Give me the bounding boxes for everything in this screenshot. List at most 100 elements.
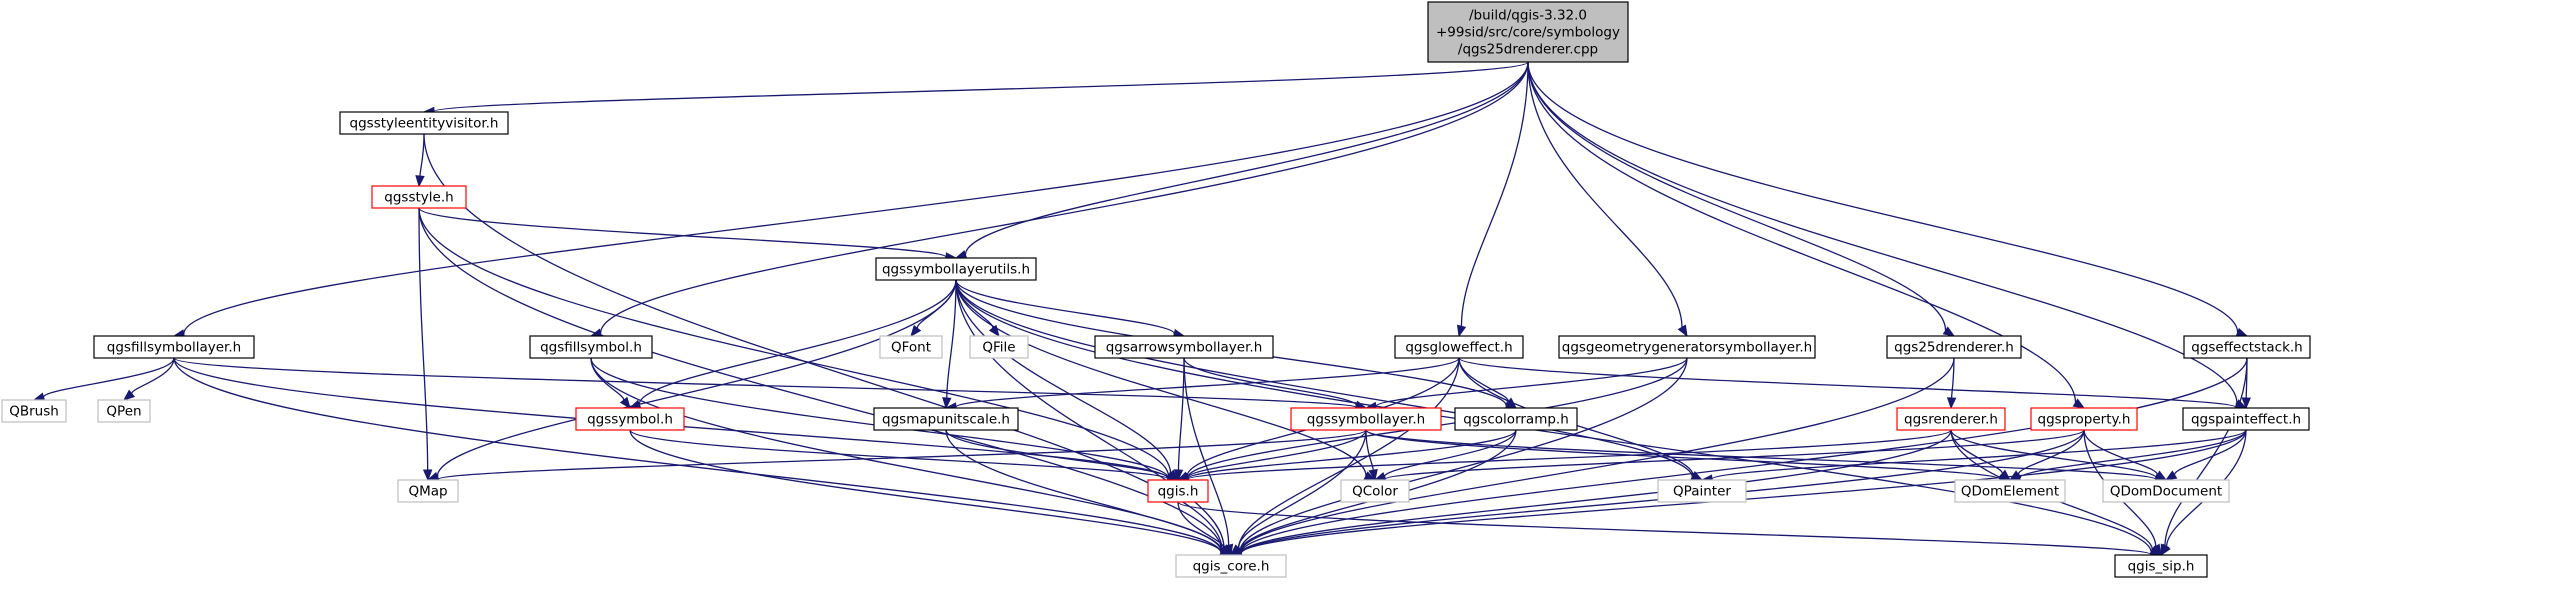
edge-qgssymbol-to-qgis — [629, 429, 1180, 484]
edge-qgscolorramp-to-qgis — [1176, 429, 1517, 484]
node-label: /qgs25drenderer.cpp — [1458, 42, 1598, 58]
edge-qgsgeometrygeneratorsymbollayer-to-qgssymbollayer — [1364, 357, 1688, 412]
node-box — [1094, 335, 1274, 359]
node-label: qgsfillsymbol.h — [540, 340, 642, 356]
node-QPen[interactable]: QPen — [97, 399, 151, 423]
node-box — [2102, 479, 2230, 503]
node-QColor[interactable]: QColor — [1340, 479, 1410, 503]
edge-root-to-qgsstyleentityvisitor — [422, 61, 1529, 117]
node-qgsstyle[interactable]: qgsstyle.h — [371, 185, 467, 209]
node-label: qgsmapunitscale.h — [882, 412, 1010, 428]
node-box — [1, 399, 67, 423]
edge-qgspainteffect-to-QPainter — [1700, 429, 2247, 484]
node-box — [339, 111, 509, 135]
node-box — [969, 335, 1029, 359]
node-box — [1454, 407, 1578, 431]
node-label: qgis_sip.h — [2128, 559, 2195, 575]
node-qgs25drenderer[interactable]: qgs25drenderer.h — [1886, 335, 2022, 359]
edge-qgsstyle-to-qgssymbollayerutils — [418, 207, 958, 262]
edge-qgsstyle-to-QMap — [418, 207, 433, 482]
node-box — [1394, 335, 1524, 359]
node-label: qgscolorramp.h — [1463, 412, 1569, 428]
node-QDomDocument[interactable]: QDomDocument — [2102, 479, 2230, 503]
node-qgssymbollayerutils[interactable]: qgssymbollayerutils.h — [875, 257, 1037, 281]
node-qgis-sip[interactable]: qgis_sip.h — [2114, 554, 2208, 578]
node-qgsstyleentityvisitor[interactable]: qgsstyleentityvisitor.h — [339, 111, 509, 135]
edge-layer — [32, 61, 2251, 560]
node-qgspainteffect[interactable]: qgspainteffect.h — [2182, 407, 2310, 431]
node-label: qgsproperty.h — [2038, 412, 2131, 428]
edge-root-to-qgsproperty — [1527, 61, 2086, 409]
node-qgscolorramp[interactable]: qgscolorramp.h — [1454, 407, 1578, 431]
node-qgis-core[interactable]: qgis_core.h — [1175, 554, 1287, 578]
edge-qgssymbollayerutils-to-QColor — [955, 279, 1377, 481]
node-box — [2182, 407, 2310, 431]
node-label: +99sid/src/core/symbology — [1436, 25, 1620, 41]
edge-qgssymbollayerutils-to-qgsarrowsymbollayer — [955, 279, 1186, 339]
node-QFont[interactable]: QFont — [879, 335, 943, 359]
node-qgsgloweffect[interactable]: qgsgloweffect.h — [1394, 335, 1524, 359]
node-box — [1340, 479, 1410, 503]
node-box — [1290, 407, 1442, 431]
edge-qgsarrowsymbollayer-to-qgis_core — [1183, 357, 1234, 557]
node-box — [397, 479, 459, 503]
node-QPainter[interactable]: QPainter — [1657, 479, 1747, 503]
node-box — [1558, 335, 1816, 359]
edge-qgsfillsymbollayer-to-qgis_core — [173, 357, 1233, 558]
node-layer: /build/qgis-3.32.0+99sid/src/core/symbol… — [1, 1, 2311, 578]
node-qgsarrowsymbollayer[interactable]: qgsarrowsymbollayer.h — [1094, 335, 1274, 359]
edge-qgssymbollayer-to-qgis — [1176, 429, 1367, 482]
node-QDomElement[interactable]: QDomElement — [1954, 479, 2066, 503]
edge-qgs25drenderer-to-qgsrenderer — [1946, 357, 1957, 410]
node-label: QDomElement — [1961, 484, 2059, 500]
node-qgsrenderer[interactable]: qgsrenderer.h — [1896, 407, 2006, 431]
edge-qgsstyleentityvisitor-to-qgsstyle — [415, 133, 425, 188]
node-QFile[interactable]: QFile — [969, 335, 1029, 359]
node-label: QColor — [1352, 484, 1398, 500]
edge-qgsgloweffect-to-qgspainteffect — [1458, 357, 2248, 413]
node-qgssymbollayer[interactable]: qgssymbollayer.h — [1290, 407, 1442, 431]
node-qgis[interactable]: qgis.h — [1147, 479, 1209, 503]
node-qgssymbol[interactable]: qgssymbol.h — [575, 407, 685, 431]
node-root[interactable]: /build/qgis-3.32.0+99sid/src/core/symbol… — [1427, 1, 1629, 63]
edge-qgssymbollayerutils-to-QFont — [910, 279, 957, 338]
node-box — [879, 335, 943, 359]
edge-qgsfillsymbollayer-to-QPen — [122, 357, 175, 401]
node-label: QDomDocument — [2110, 484, 2222, 500]
edge-root-to-qgsgeometrygeneratorsymbollayer — [1527, 61, 1688, 338]
node-box — [1886, 335, 2022, 359]
edge-qgspainteffect-to-QDomDocument — [2164, 429, 2247, 481]
node-qgsmapunitscale[interactable]: qgsmapunitscale.h — [873, 407, 1019, 431]
node-box — [1657, 479, 1747, 503]
node-qgseffectstack[interactable]: qgseffectstack.h — [2183, 335, 2311, 359]
node-label: qgsstyleentityvisitor.h — [350, 116, 499, 132]
node-box — [1896, 407, 2006, 431]
edge-qgis-to-qgis_core — [1177, 501, 1232, 556]
node-box — [2030, 407, 2138, 431]
node-qgsproperty[interactable]: qgsproperty.h — [2030, 407, 2138, 431]
node-box — [93, 335, 255, 359]
node-label: qgis_core.h — [1193, 559, 1270, 575]
edge-qgssymbollayerutils-to-QMap — [426, 279, 957, 481]
edge-root-to-qgseffectstack — [1527, 61, 2249, 337]
node-box — [2183, 335, 2311, 359]
edge-qgsproperty-to-QDomDocument — [2083, 429, 2168, 481]
edge-root-to-qgsgloweffect — [1456, 61, 1529, 338]
node-label: qgssymbollayerutils.h — [882, 262, 1030, 278]
node-label: QPen — [106, 404, 141, 420]
node-QBrush[interactable]: QBrush — [1, 399, 67, 423]
edge-root-to-qgsfillsymbol — [589, 61, 1529, 338]
node-label: qgssymbol.h — [587, 412, 673, 428]
node-qgsfillsymbollayer[interactable]: qgsfillsymbollayer.h — [93, 335, 255, 359]
node-qgsgeometrygeneratorsymbollayer[interactable]: qgsgeometrygeneratorsymbollayer.h — [1558, 335, 1816, 359]
node-label: QFile — [982, 340, 1015, 356]
edge-qgsfillsymbollayer-to-QBrush — [32, 357, 175, 402]
node-label: qgsgloweffect.h — [1405, 340, 1512, 356]
node-qgsfillsymbol[interactable]: qgsfillsymbol.h — [529, 335, 653, 359]
edge-qgssymbollayer-to-QMap — [426, 429, 1367, 485]
node-QMap[interactable]: QMap — [397, 479, 459, 503]
node-label: qgs25drenderer.h — [1894, 340, 2014, 356]
node-label: QFont — [891, 340, 931, 356]
node-label: qgsgeometrygeneratorsymbollayer.h — [1562, 340, 1813, 356]
